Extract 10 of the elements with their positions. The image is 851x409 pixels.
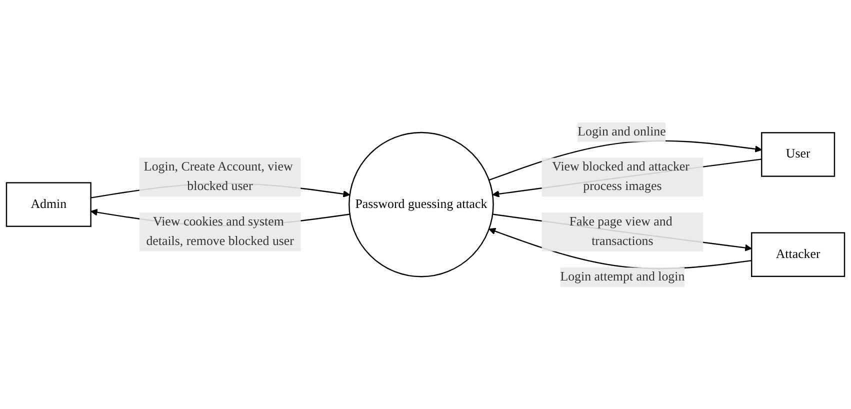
node-box: Attacker — [751, 232, 846, 277]
edge-label: Login, Create Account, view blocked user — [144, 160, 293, 194]
edge-label: Fake page view and transactions — [569, 214, 672, 248]
edge-label: View cookies and system details, remove blocked user — [146, 214, 294, 248]
node-box: User — [761, 132, 836, 177]
node-box: Admin — [6, 182, 92, 227]
edge-label: View blocked and attacker process images — [552, 160, 690, 194]
edge-label: Login attempt and login — [560, 270, 685, 284]
edge-label: Login and online — [578, 124, 666, 138]
node-circle: Password guessing attack — [348, 132, 494, 278]
